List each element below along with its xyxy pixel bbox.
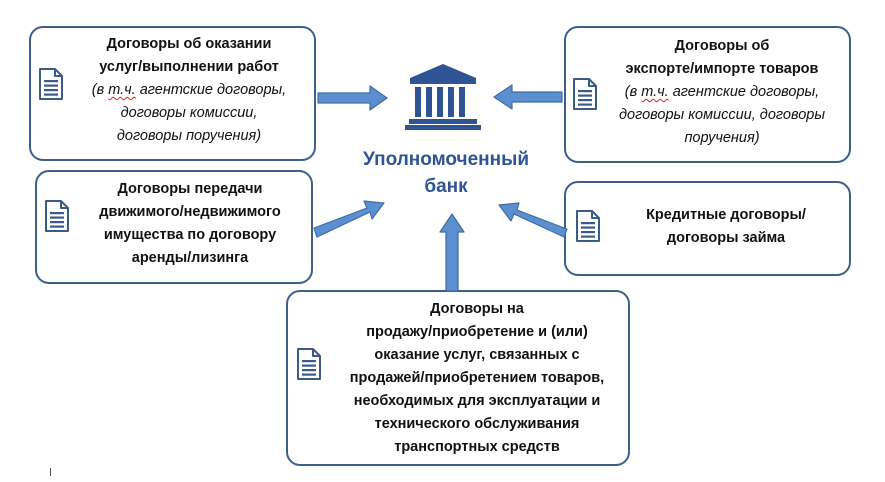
- credit-line2: договоры займа: [666, 230, 786, 246]
- services-note-line1: (в т.ч. агентские договоры,: [66, 79, 312, 102]
- export-note-line2: договоры комиссии, договоры: [619, 107, 825, 123]
- lease-contracts-text: Договоры передачи движимого/недвижимого …: [74, 178, 306, 270]
- vehicles-line4: продажей/приобретением товаров,: [349, 370, 605, 386]
- authorized-bank-label: Уполномоченный банк: [340, 146, 552, 200]
- bank-building-icon: [405, 64, 481, 130]
- arrow-services-to-bank: [317, 85, 388, 111]
- export-note-line1: (в т.ч. агентские договоры,: [596, 81, 848, 104]
- bank-label-line2: банк: [424, 176, 468, 197]
- export-title-line2: экспорте/импорте товаров: [625, 61, 819, 77]
- vehicle-services-contracts-text: Договоры на продажу/приобретение и (или)…: [328, 298, 626, 459]
- note-suffix: агентские договоры,: [668, 84, 820, 100]
- note-prefix: (в: [91, 82, 109, 98]
- document-icon: [576, 210, 600, 242]
- lease-contracts-box: [35, 170, 313, 284]
- stray-mark: [50, 468, 51, 476]
- document-icon: [573, 78, 597, 110]
- credit-contracts-text: Кредитные договоры/ договоры займа: [608, 204, 844, 250]
- credit-contracts-box: [564, 181, 851, 276]
- export-import-contracts-box: [564, 26, 851, 163]
- note-abbrev: т.ч.: [108, 82, 136, 98]
- export-import-contracts-text: Договоры об экспорте/импорте товаров (в …: [596, 35, 848, 150]
- credit-line1: Кредитные договоры/: [646, 207, 806, 223]
- vehicle-services-contracts-box: [286, 290, 630, 466]
- lease-line4: аренды/лизинга: [131, 250, 249, 266]
- vehicles-line5: необходимых для эксплуатации и: [353, 393, 601, 409]
- lease-line2: движимого/недвижимого: [99, 204, 281, 220]
- export-note-line3: поручения): [684, 130, 760, 146]
- note-abbrev: т.ч.: [641, 84, 669, 100]
- vehicles-line1: Договоры на: [430, 301, 524, 317]
- services-title-line2: услуг/выполнении работ: [99, 59, 279, 75]
- services-note-line3: договоры поручения): [116, 128, 262, 144]
- document-icon: [45, 200, 69, 232]
- arrow-export-to-bank: [493, 84, 563, 110]
- document-icon: [39, 68, 63, 100]
- arrow-credit-to-bank: [498, 202, 568, 238]
- vehicles-line3: оказание услуг, связанных с: [374, 347, 580, 363]
- export-title-line1: Договоры об: [674, 38, 770, 54]
- lease-line3: имущества по договору: [103, 227, 277, 243]
- services-contracts-text: Договоры об оказании услуг/выполнении ра…: [66, 33, 312, 148]
- vehicles-line7: транспортных средств: [394, 439, 560, 455]
- note-prefix: (в: [624, 84, 642, 100]
- services-contracts-box: [29, 26, 316, 161]
- vehicles-line6: технического обслуживания: [374, 416, 580, 432]
- note-suffix: агентские договоры,: [135, 82, 287, 98]
- bank-label-line1: Уполномоченный: [363, 149, 529, 170]
- services-note-line2: договоры комиссии,: [120, 105, 258, 121]
- arrow-vehicles-to-bank: [439, 213, 465, 292]
- arrow-lease-to-bank: [313, 200, 385, 238]
- document-icon: [297, 348, 321, 380]
- services-title-line1: Договоры об оказании: [106, 36, 272, 52]
- lease-line1: Договоры передачи: [117, 181, 263, 197]
- vehicles-line2: продажу/приобретение и (или): [366, 324, 588, 340]
